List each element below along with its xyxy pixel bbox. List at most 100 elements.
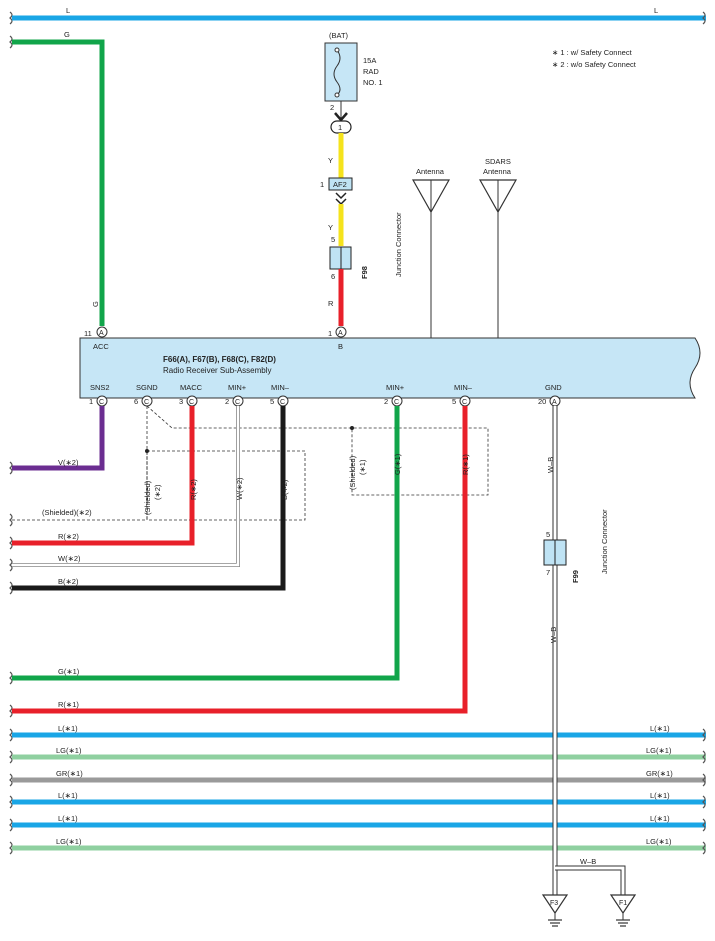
fuse-amp: 15A [363,56,376,65]
pin-name-acc: ACC [93,342,109,351]
pin-number: 5 [452,397,456,406]
antenna-2-label-2: Antenna [483,167,512,176]
antennas: Antenna SDARS Antenna [411,157,518,338]
note-safety-connect-2: ∗ 2 : w/o Safety Connect [552,60,637,69]
vlabel-b2: B(∗2) [280,479,289,500]
vlabel-w2: W(∗2) [235,477,244,500]
bottom-pins: 1 C 6 C 3 C 2 C 5 C 2 C 5 C 20 A [89,395,561,407]
bus-label-left: L(∗1) [58,814,78,823]
bus-label-left: GR(∗1) [56,769,83,778]
f98-pin-bottom: 6 [331,272,335,281]
pin-name-min-minus: MIN– [454,383,473,392]
pin-name-macc: MACC [180,383,203,392]
battery-fuse-circuit: (BAT) 15A RAD NO. 1 2 1 Y AF2 1 Y 5 6 F9… [320,31,403,326]
af2-label: AF2 [333,180,347,189]
pin-number: 20 [538,397,546,406]
ground-f1-label: F1 [619,900,627,907]
f99-pin-top: 5 [546,530,550,539]
fuse-pin-out: 2 [330,103,334,112]
pin-name-min-minus: MIN– [271,383,290,392]
pin-number: 2 [384,397,388,406]
acc-wire: G G [9,30,105,326]
conn-letter: C [144,399,149,406]
pin-name-gnd: GND [545,383,562,392]
f99-pin-bottom: 7 [546,568,550,577]
conn-letter: C [280,399,285,406]
conn-letter: C [235,399,240,406]
pin-name-sgnd: SGND [136,383,158,392]
bus-label-right: LG(∗1) [646,746,672,755]
bus-label-left: LG(∗1) [56,837,82,846]
top-wire-label-right: L [654,6,658,15]
radio-receiver-module: F66(A), F67(B), F68(C), F82(D) Radio Rec… [79,326,701,399]
f98-pin-top: 5 [331,235,335,244]
f99-name: Junction Connector [600,509,609,574]
note-safety-connect-1: ∗ 1 : w/ Safety Connect [552,48,633,57]
wire-label-r2: R(∗2) [58,532,79,541]
fuse-name-1: RAD [363,67,379,76]
pin-name-sns2: SNS2 [90,383,110,392]
pin-name-min-plus: MIN+ [386,383,405,392]
ground-wb-label: W–B [580,857,596,866]
wb-label-2: W–B [549,627,558,643]
vlabel-r1: R(∗1) [461,454,470,475]
top-wire-label-left: L [66,6,70,15]
f98-code: F98 [360,266,369,279]
pin-name-b: B [338,342,343,351]
conn-letter: A [99,330,104,337]
bat-label: (BAT) [329,31,349,40]
acc-wire-label-vertical: G [91,301,100,307]
wire-label-v2: V(∗2) [58,458,79,467]
shielded-boxes [12,405,489,521]
acc-wire-label: G [64,30,70,39]
pin-number: 5 [270,397,274,406]
wire-label-w2: W(∗2) [58,554,81,563]
pin-number: 11 [84,329,92,338]
bus-label-left: L(∗1) [58,791,78,800]
f98-name: Junction Connector [394,212,403,277]
antenna-1-label: Antenna [416,167,445,176]
fuse-icon [333,49,341,96]
fuse-name-2: NO. 1 [363,78,383,87]
conn-letter: A [338,330,343,337]
bus-wires [9,728,706,855]
vlabel-shielded2: (Shielded) [143,480,152,515]
vlabel-star2: (∗2) [153,484,162,500]
module-title: F66(A), F67(B), F68(C), F82(D) [163,355,276,364]
wire-y-1: Y [328,156,333,165]
wb-label-1: W–B [546,457,555,473]
wire-r: R [328,299,334,308]
pin-number: 1 [328,329,332,338]
bus-label-right: L(∗1) [650,791,670,800]
pin-number: 3 [179,397,183,406]
bus-label-right: GR(∗1) [646,769,673,778]
af2-pin: 1 [320,180,324,189]
wire-label-g1: G(∗1) [58,667,80,676]
ground-wire: 5 7 F99 Junction Connector W–B W–B W–B F… [541,406,637,927]
module-subtitle: Radio Receiver Sub-Assembly [163,366,272,375]
vlabel-g1: G(∗1) [393,453,402,475]
vlabel-shielded1: (Shielded) [348,455,357,490]
ground-f1-icon [609,894,637,915]
vlabel-r2: R(∗2) [189,479,198,500]
bus-label-left: L(∗1) [58,724,78,733]
conn-letter: C [99,399,104,406]
bus-label-left: LG(∗1) [56,746,82,755]
top-l-wire: L L [9,6,706,25]
conn-letter: A [552,399,557,406]
wire-label-shielded2: (Shielded)(∗2) [42,508,92,517]
vlabel-star1: (∗1) [358,459,367,475]
pin-number: 6 [134,397,138,406]
bus-label-right: L(∗1) [650,814,670,823]
conn-letter: C [394,399,399,406]
module-output-wires [9,406,468,718]
wire-y-2: Y [328,223,333,232]
conn-1-pin: 1 [338,123,342,132]
bus-label-right: L(∗1) [650,724,670,733]
pin-name-min-plus: MIN+ [228,383,247,392]
pin-number: 1 [89,397,93,406]
conn-letter: C [189,399,194,406]
ground-f3-label: F3 [550,900,558,907]
wire-label-r1: R(∗1) [58,700,79,709]
